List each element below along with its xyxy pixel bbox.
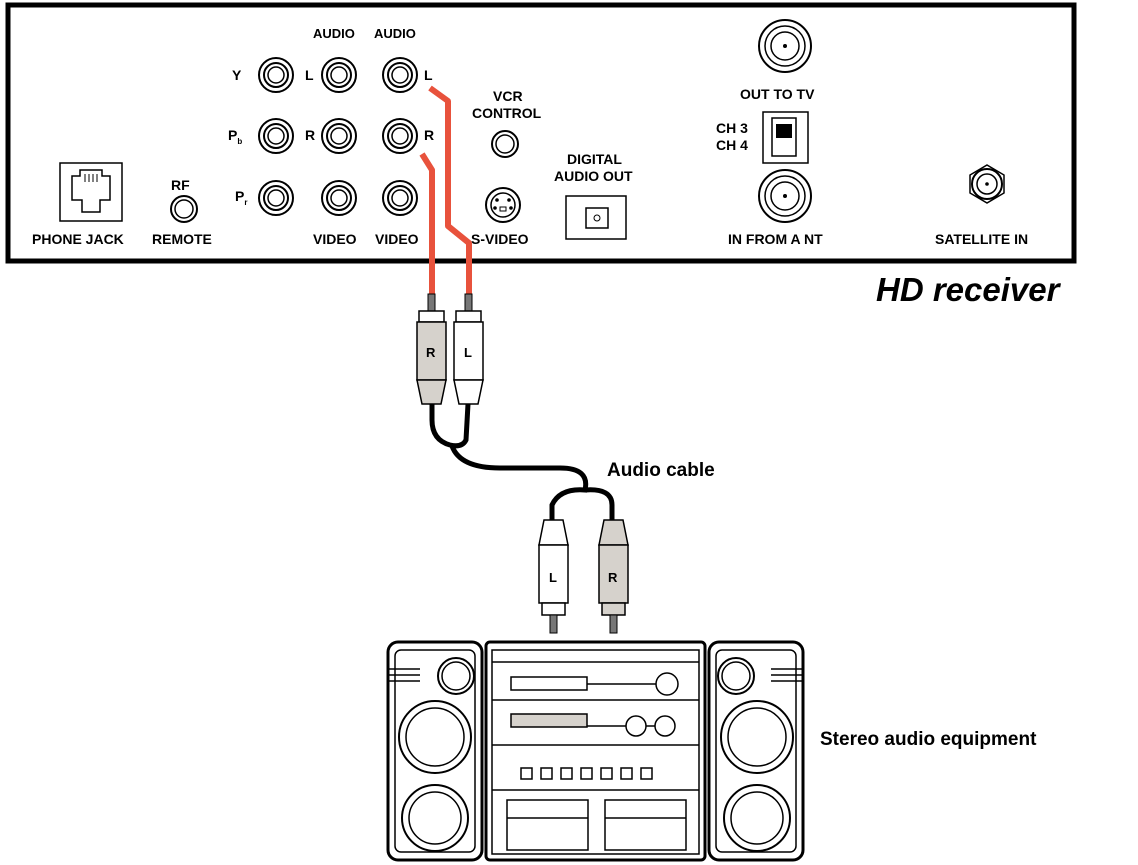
video2-jack	[382, 180, 418, 216]
receiver-title: HD receiver	[876, 271, 1062, 308]
out-to-tv-label: OUT TO TV	[740, 86, 815, 102]
digital-label: DIGITAL	[567, 151, 622, 167]
bottom-plug-l: L	[538, 519, 569, 634]
stereo-equipment	[386, 640, 805, 862]
y-label: Y	[232, 67, 242, 83]
channel-switch[interactable]	[762, 111, 809, 164]
video2-label: VIDEO	[375, 231, 419, 247]
video1-jack	[321, 180, 357, 216]
audio-cable	[429, 403, 615, 520]
audio1-r-label: R	[305, 127, 315, 143]
bottom-plug-l-label: L	[549, 570, 557, 585]
remote-label: REMOTE	[152, 231, 212, 247]
ch3-label: CH 3	[716, 120, 748, 136]
top-plug-l-label: L	[464, 345, 472, 360]
ch4-label: CH 4	[716, 137, 748, 153]
top-plug-r: R	[416, 293, 447, 405]
audio2-r-jack	[382, 118, 418, 154]
left-speaker	[386, 640, 484, 862]
s-video-label: S-VIDEO	[471, 231, 529, 247]
audio2-r-label: R	[424, 127, 434, 143]
stereo-center-unit	[484, 640, 707, 862]
audio-wires	[419, 85, 472, 296]
pb-label: Pb	[228, 127, 242, 146]
s-video-port	[485, 187, 521, 223]
receiver-back-panel: PHONE JACK RF REMOTE Y Pb Pr AUDIO L R V…	[5, 2, 1077, 264]
audio2-l-jack	[382, 57, 418, 93]
stereo-caption: Stereo audio equipment	[820, 729, 1037, 750]
audio1-l-label: L	[305, 67, 314, 83]
vcr-label: VCR	[493, 88, 523, 104]
audio-cable-caption: Audio cable	[607, 460, 715, 481]
digital-audio-out-port	[565, 195, 627, 240]
top-plug-l: L	[453, 293, 484, 405]
phone-jack-port	[59, 162, 123, 222]
right-speaker	[707, 640, 805, 862]
audio-label-2: AUDIO	[374, 26, 416, 41]
control-label: CONTROL	[472, 105, 542, 121]
in-from-ant-label: IN FROM A NT	[728, 231, 823, 247]
in-from-ant-port	[758, 169, 812, 223]
pr-label: Pr	[235, 188, 247, 207]
audio1-r-jack	[321, 118, 357, 154]
vcr-control-port	[491, 130, 519, 158]
satellite-in-label: SATELLITE IN	[935, 231, 1028, 247]
bottom-plug-r: R	[598, 519, 629, 634]
bottom-plug-r-label: R	[608, 570, 618, 585]
rf-remote-port	[170, 195, 198, 223]
pb-jack	[258, 118, 294, 154]
audio2-l-label: L	[424, 67, 433, 83]
audio1-l-jack	[321, 57, 357, 93]
audio-out-label: AUDIO OUT	[554, 168, 633, 184]
phone-jack-label: PHONE JACK	[32, 231, 124, 247]
audio-label-1: AUDIO	[313, 26, 355, 41]
y-jack	[258, 57, 294, 93]
satellite-in-port	[969, 164, 1005, 204]
top-plug-r-label: R	[426, 345, 436, 360]
out-to-tv-port	[758, 19, 812, 73]
video1-label: VIDEO	[313, 231, 357, 247]
pr-jack	[258, 180, 294, 216]
rf-label: RF	[171, 177, 190, 193]
